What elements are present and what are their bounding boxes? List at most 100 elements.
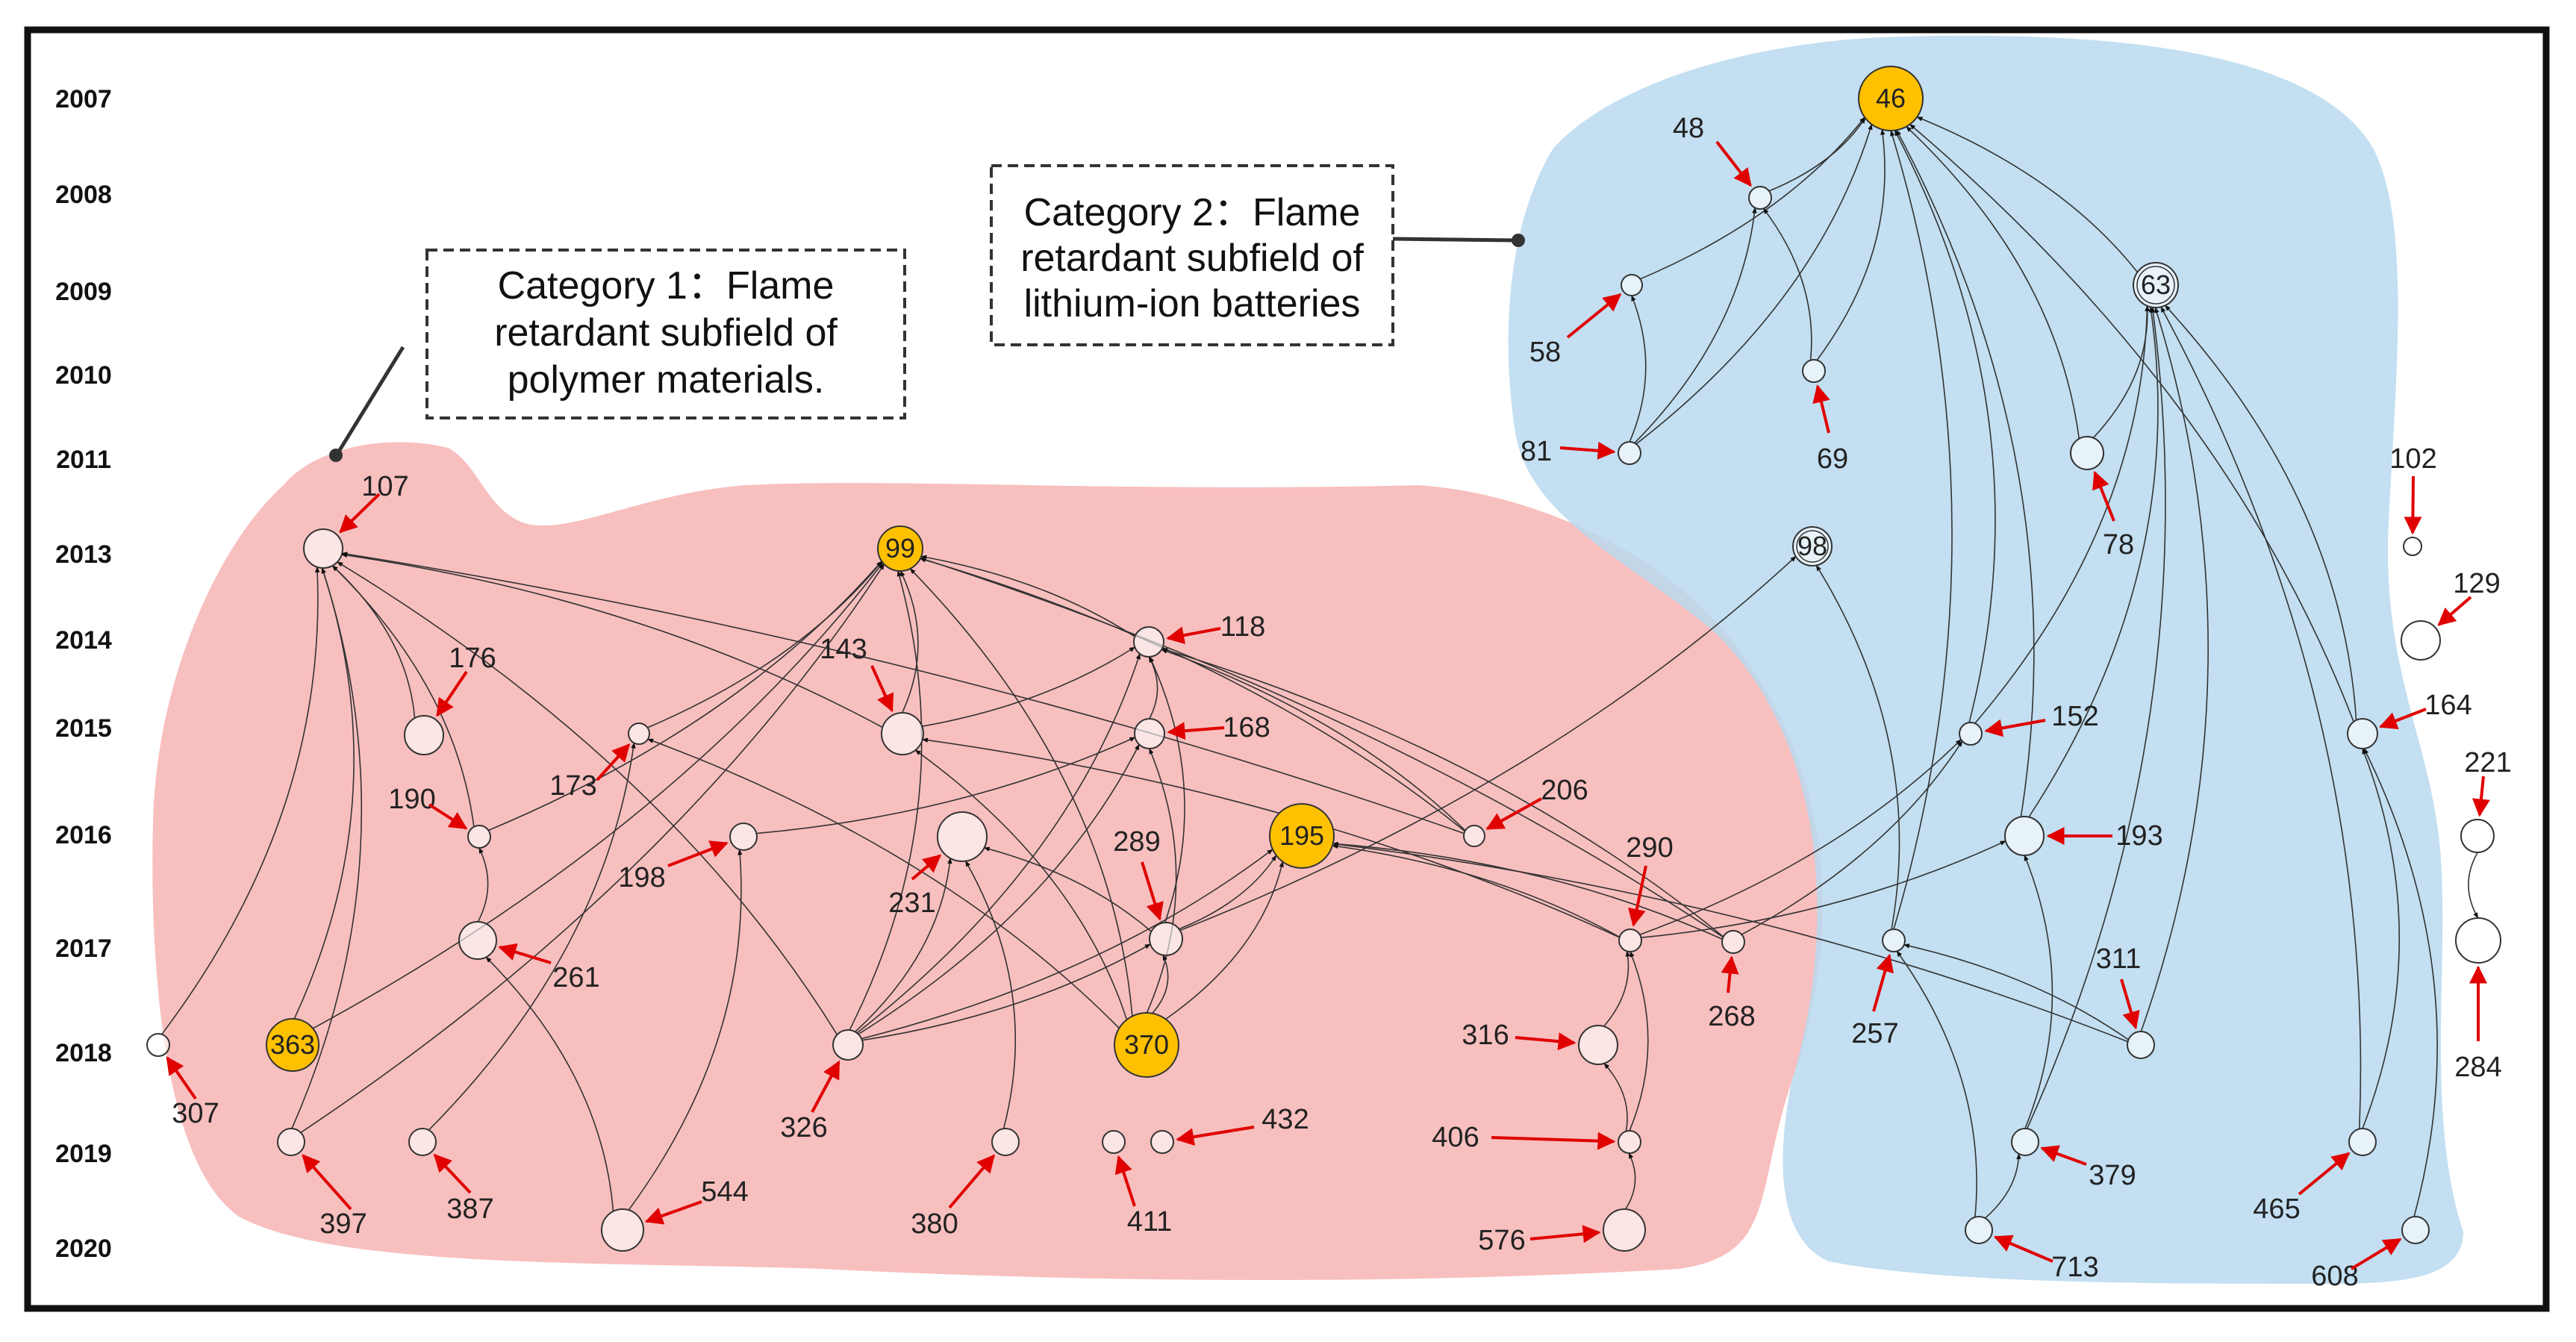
edge-193-63 <box>2028 306 2159 818</box>
pointer-arrow-129 <box>2437 596 2472 626</box>
pointer-arrow-58 <box>1566 293 1622 339</box>
edge-608-164 <box>2363 748 2438 1217</box>
edge-118-99 <box>920 555 1135 637</box>
edge-406-290 <box>1629 951 1649 1132</box>
node-label-380: 380 <box>911 1208 958 1240</box>
edge-190-107 <box>331 565 475 827</box>
category-1-line-3: polymer materials. <box>508 358 825 402</box>
pointer-arrow-164 <box>2378 708 2427 729</box>
node-label-316: 316 <box>1462 1020 1509 1051</box>
pointer-arrow-406 <box>1491 1132 1616 1150</box>
node-label-311: 311 <box>2096 943 2142 975</box>
edge-289-231 <box>983 846 1152 932</box>
node-label-143: 143 <box>820 634 867 665</box>
edge-370-143 <box>914 749 1128 1020</box>
edge-206-99 <box>920 558 1466 832</box>
node-label-432: 432 <box>1262 1104 1309 1135</box>
edge-311-257 <box>1903 943 2129 1040</box>
pointer-arrow-206 <box>1485 797 1542 831</box>
pointer-arrow-397 <box>302 1154 352 1211</box>
node-label-284: 284 <box>2454 1052 2501 1083</box>
node-label-152: 152 <box>2051 701 2098 732</box>
year-label: 2013 <box>55 540 112 569</box>
edge-363-107 <box>293 567 355 1020</box>
node-label-289: 289 <box>1113 826 1160 858</box>
node-label-363: 363 <box>270 1029 315 1060</box>
node-label-176: 176 <box>449 643 496 674</box>
node-label-206: 206 <box>1541 775 1588 806</box>
node-81 <box>1618 441 1641 465</box>
edge-290-195 <box>1332 843 1621 938</box>
edge-544-261 <box>485 956 614 1212</box>
edge-198-168 <box>756 737 1136 834</box>
pointer-arrow-118 <box>1166 626 1221 645</box>
year-label: 2020 <box>55 1235 112 1263</box>
edge-78-46 <box>1906 126 2080 439</box>
year-label: 2016 <box>55 821 112 849</box>
node-label-379: 379 <box>2089 1160 2136 1191</box>
pointer-arrow-576 <box>1529 1225 1601 1243</box>
year-label: 2017 <box>55 934 112 963</box>
edge-379-63 <box>2026 306 2166 1129</box>
edge-143-107 <box>341 552 883 728</box>
node-label-608: 608 <box>2311 1261 2358 1292</box>
pointer-arrow-316 <box>1515 1032 1577 1051</box>
category-2-callout: Category 2：Flame retardant subfield of l… <box>990 164 1525 346</box>
node-label-397: 397 <box>319 1208 367 1240</box>
year-label: 2009 <box>55 278 112 306</box>
edge-69-48 <box>1762 207 1812 361</box>
category-2-region <box>1508 35 2463 1284</box>
pointer-arrow-152 <box>1984 719 2046 737</box>
node-465 <box>2348 1128 2377 1156</box>
node-label-48: 48 <box>1673 113 1704 144</box>
category-2-line-3: lithium-ion batteries <box>1024 282 1361 325</box>
edge-63-46 <box>1916 116 2139 273</box>
edge-164-63 <box>2165 305 2357 720</box>
edge-143-118 <box>922 646 1135 727</box>
pointer-arrow-432 <box>1176 1126 1255 1146</box>
node-107 <box>303 528 343 569</box>
node-290 <box>1618 929 1642 952</box>
category-1-region <box>152 442 1823 1280</box>
node-label-307: 307 <box>172 1098 219 1129</box>
edge-326-231 <box>855 858 952 1033</box>
edge-268-118 <box>1161 648 1724 937</box>
node-713 <box>1965 1216 1993 1244</box>
year-label: 2014 <box>55 626 112 655</box>
node-label-406: 406 <box>1432 1122 1479 1153</box>
edge-406-316 <box>1603 1063 1628 1132</box>
pointer-arrow-107 <box>339 493 381 534</box>
node-432 <box>1150 1130 1174 1154</box>
pointer-arrow-176 <box>436 670 468 717</box>
node-268 <box>1721 930 1745 954</box>
edge-326-99 <box>849 570 923 1031</box>
node-label-58: 58 <box>1529 337 1561 368</box>
node-380 <box>991 1128 1020 1156</box>
edge-465-164 <box>2362 748 2401 1129</box>
node-label-290: 290 <box>1626 832 1673 864</box>
pointer-arrow-231 <box>911 854 942 881</box>
node-102 <box>2403 537 2422 556</box>
category-2-line-2: retardant subfield of <box>1020 237 1364 280</box>
node-label-164: 164 <box>2424 690 2471 721</box>
edge-326-118 <box>856 653 1141 1034</box>
edge-69-46 <box>1816 128 1886 361</box>
pointer-arrow-81 <box>1559 441 1616 460</box>
edge-370-289 <box>1152 954 1169 1014</box>
pointer-arrow-257 <box>1872 953 1894 1012</box>
category-1-callout: Category 1：Flame retardant subfield of p… <box>329 249 906 462</box>
node-label-387: 387 <box>446 1193 493 1225</box>
node-label-129: 129 <box>2453 568 2500 599</box>
node-label-98: 98 <box>1797 531 1827 561</box>
pointer-arrow-190 <box>428 803 468 830</box>
node-176 <box>404 715 444 755</box>
node-label-78: 78 <box>2103 529 2134 561</box>
edge-370-99 <box>909 568 1133 1017</box>
node-608 <box>2401 1216 2430 1244</box>
node-label-173: 173 <box>549 770 596 802</box>
edge-289-98 <box>1179 555 1797 931</box>
edge-380-231 <box>964 861 1016 1129</box>
edge-81-46 <box>1635 123 1873 445</box>
node-193 <box>2004 816 2045 856</box>
